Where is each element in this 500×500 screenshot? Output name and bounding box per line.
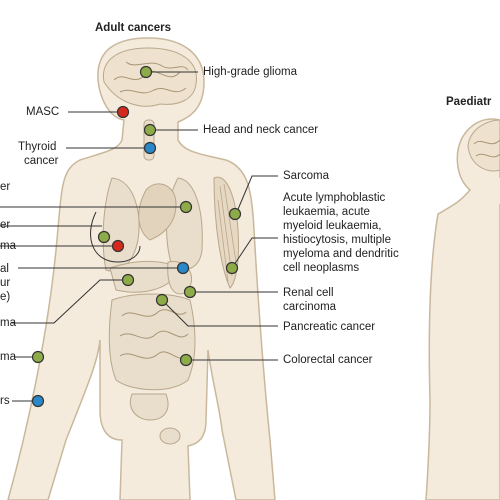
leader-line xyxy=(235,175,278,215)
leader-line xyxy=(231,237,278,269)
label-left-1: er xyxy=(0,181,11,193)
label-masc: MASC xyxy=(26,106,60,118)
label-thyroid-2: cancer xyxy=(24,155,59,167)
marker-left-4 xyxy=(176,261,190,275)
marker-high-grade-glioma xyxy=(139,65,153,79)
paediatric-cancers-title: Paediatr xyxy=(446,96,492,108)
label-left-4: al xyxy=(0,263,9,275)
marker-renal xyxy=(183,285,197,299)
label-left-3: ma xyxy=(0,240,16,252)
label-colorectal: Colorectal cancer xyxy=(283,354,373,366)
bladder-shape xyxy=(130,393,169,421)
label-heme-1: Acute lymphoblastic xyxy=(283,192,386,204)
intestine-folds xyxy=(119,309,189,359)
label-heme-4: histiocytosis, multiple xyxy=(283,234,392,246)
marker-sarcoma xyxy=(228,207,242,221)
label-heme-6: cell neoplasms xyxy=(283,262,360,274)
label-left-5: ur xyxy=(0,277,11,289)
marker-head-neck xyxy=(143,123,157,137)
pelvic-organ-shape xyxy=(159,427,181,445)
marker-heme xyxy=(225,261,239,275)
label-renal-1: Renal cell xyxy=(283,287,334,299)
paediatric-brain-shape xyxy=(467,119,500,172)
label-high-grade-glioma: High-grade glioma xyxy=(203,66,297,78)
label-renal-2: carcinoma xyxy=(283,301,337,313)
label-left-7: ma xyxy=(0,317,16,329)
marker-left-9 xyxy=(31,394,45,408)
leader-line xyxy=(161,299,278,327)
label-heme-3: myeloid leukaemia, xyxy=(283,220,382,232)
marker-left-3 xyxy=(111,239,125,253)
leader-line xyxy=(12,279,126,324)
label-left-9: rs xyxy=(0,395,10,407)
adult-cancers-title: Adult cancers xyxy=(95,22,172,34)
marker-left-2 xyxy=(97,230,111,244)
paediatric-body-outline xyxy=(425,118,500,500)
breast-outline xyxy=(90,211,141,263)
marker-thyroid xyxy=(143,141,157,155)
label-thyroid-1: Thyroid xyxy=(18,141,57,153)
label-left-8: ma xyxy=(0,351,16,363)
marker-colorectal xyxy=(179,353,193,367)
heart-shape xyxy=(138,183,177,241)
paediatric-neck-shape xyxy=(486,178,500,204)
marker-masc xyxy=(116,105,130,119)
marker-pancreatic xyxy=(155,293,169,307)
markers xyxy=(31,65,242,408)
marker-left-7 xyxy=(121,273,135,287)
marker-left-1 xyxy=(179,200,193,214)
label-left-2: er xyxy=(0,219,11,231)
marker-left-8 xyxy=(31,350,45,364)
intestines-shape xyxy=(108,293,196,391)
label-pancreatic: Pancreatic cancer xyxy=(283,321,376,333)
label-heme-5: myeloma and dendritic xyxy=(283,248,399,260)
paediatric-body-figure xyxy=(425,118,500,500)
label-sarcoma: Sarcoma xyxy=(283,170,330,182)
label-left-6: e) xyxy=(0,291,11,303)
leader-lines xyxy=(0,71,278,402)
paediatric-brain-folds xyxy=(473,139,500,158)
label-head-neck: Head and neck cancer xyxy=(203,124,319,136)
label-heme-2: leukaemia, acute xyxy=(283,206,370,218)
